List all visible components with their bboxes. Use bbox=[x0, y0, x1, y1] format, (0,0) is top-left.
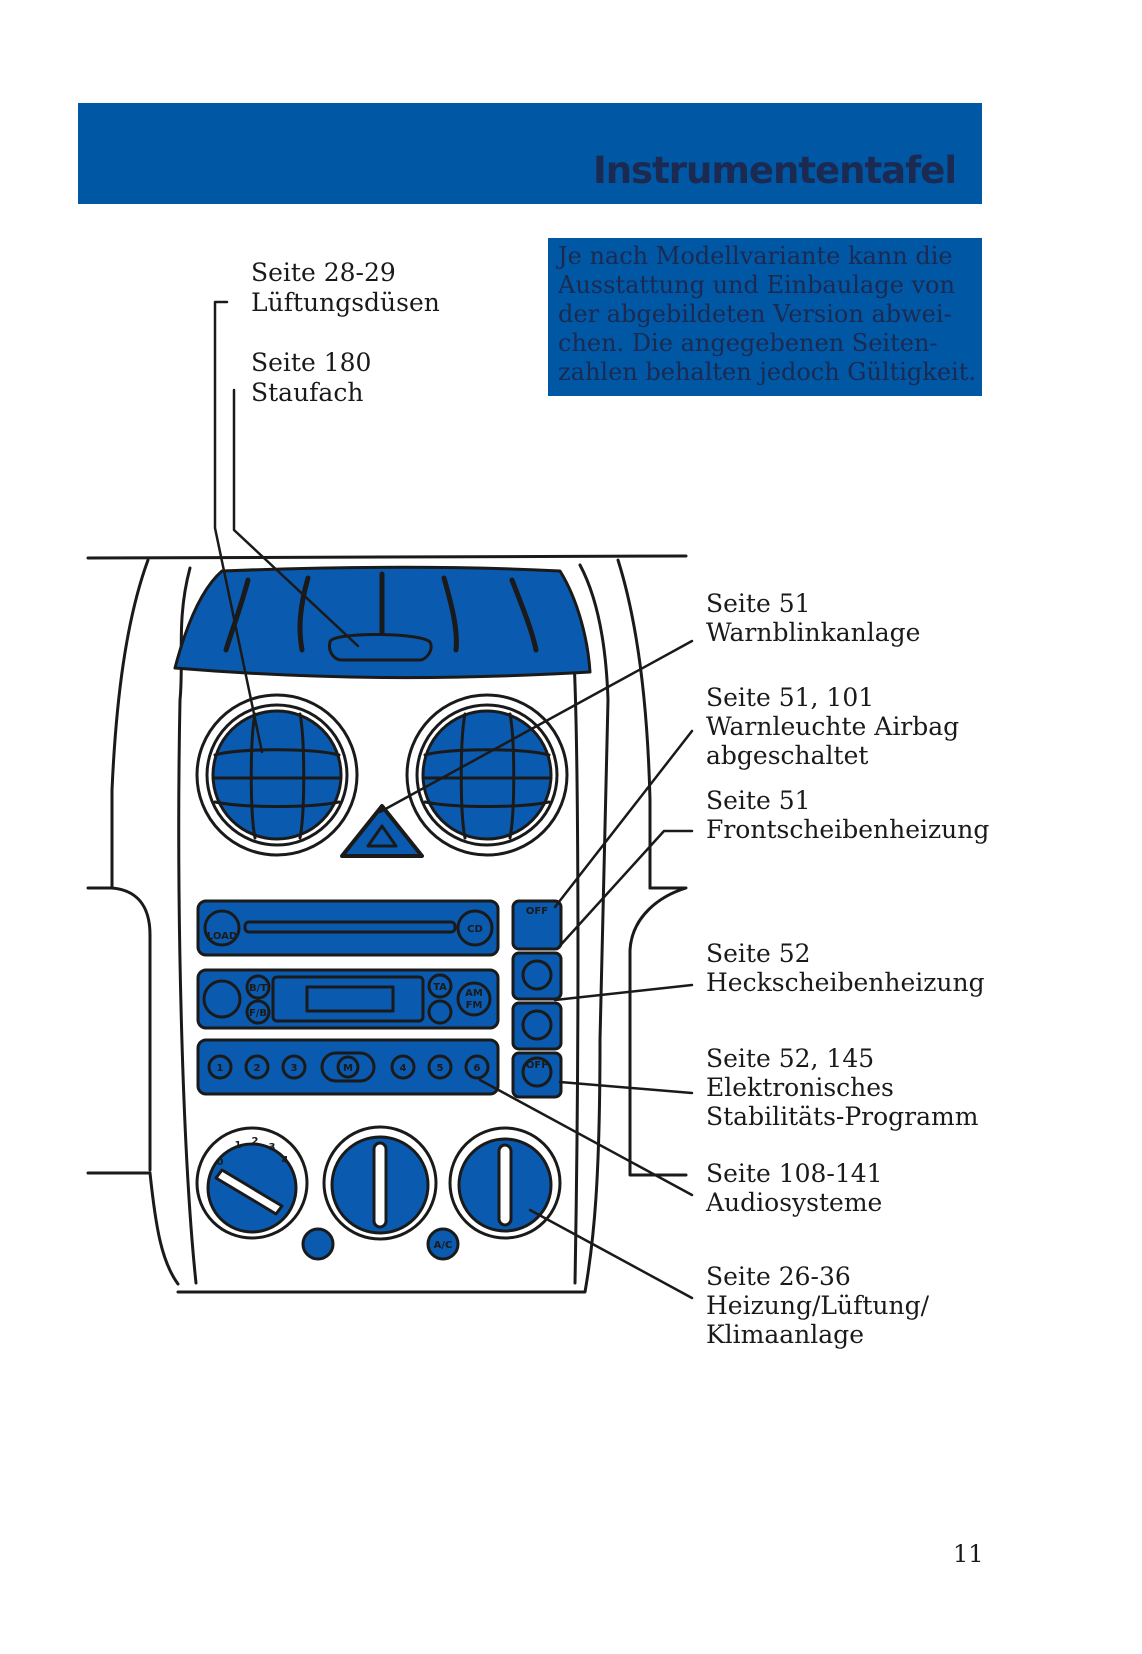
callout-climate-line1: Heizung/Lüftung/ bbox=[706, 1291, 930, 1320]
fan-speed-1: 1 bbox=[235, 1140, 242, 1151]
callout-storage-page: Seite 180 bbox=[251, 348, 372, 377]
callout-windscreen-text: Frontscheibenheizung bbox=[706, 815, 990, 844]
fm-label: FM bbox=[466, 1000, 483, 1011]
callout-hazard-page: Seite 51 bbox=[706, 589, 811, 618]
fan-speed-4: 4 bbox=[282, 1155, 289, 1166]
radio-display-unit bbox=[196, 968, 500, 1030]
callout-esp-line1: Elektronisches bbox=[706, 1073, 894, 1102]
switch-column bbox=[511, 899, 563, 1099]
callout-esp-line2: Stabilitäts-Programm bbox=[706, 1102, 979, 1131]
callout-vents-page: Seite 28-29 bbox=[251, 258, 396, 287]
load-label: LOAD bbox=[207, 931, 237, 942]
grille-slats bbox=[223, 571, 539, 653]
fan-speed-knob bbox=[195, 1126, 309, 1240]
ac-button bbox=[426, 1227, 460, 1261]
callout-hazard-text: Warnblinkanlage bbox=[706, 618, 921, 647]
fb-label: F/B bbox=[249, 1008, 267, 1019]
callout-airbag-line2: abgeschaltet bbox=[706, 741, 869, 770]
am-label: AM bbox=[465, 988, 483, 999]
callout-audio-text: Audiosysteme bbox=[706, 1188, 883, 1217]
fan-speed-2: 2 bbox=[252, 1136, 259, 1147]
preset-5: 5 bbox=[437, 1063, 444, 1074]
bt-label: B/T bbox=[249, 983, 267, 994]
preset-3: 3 bbox=[291, 1063, 298, 1074]
cd-label: CD bbox=[467, 924, 483, 935]
ac-label: A/C bbox=[434, 1240, 453, 1251]
m-label: M bbox=[343, 1063, 353, 1074]
note-line: Je nach Modellvariante kann die bbox=[558, 242, 953, 270]
note-line: zahlen behalten jedoch Gültigkeit. bbox=[558, 358, 976, 386]
page-title: Instrumententafel bbox=[592, 149, 957, 192]
note-line: chen. Die angegebenen Seiten- bbox=[558, 329, 938, 357]
model-variant-note: Je nach Modellvariante kann die Ausstatt… bbox=[548, 238, 982, 396]
temperature-knob bbox=[322, 1125, 438, 1241]
callout-climate-line2: Klimaanlage bbox=[706, 1320, 864, 1349]
preset-buttons-unit bbox=[196, 1038, 500, 1096]
preset-2: 2 bbox=[254, 1063, 261, 1074]
callout-rear-window-page: Seite 52 bbox=[706, 939, 811, 968]
callout-climate-page: Seite 26-36 bbox=[706, 1262, 851, 1291]
right-air-vent bbox=[405, 693, 569, 857]
callout-airbag-page: Seite 51, 101 bbox=[706, 683, 875, 712]
leader-lines bbox=[213, 300, 694, 1300]
left-air-vent bbox=[195, 693, 359, 857]
fan-speed-3: 3 bbox=[269, 1142, 276, 1153]
header-bar: Instrumententafel bbox=[78, 103, 982, 204]
callout-airbag-line1: Warnleuchte Airbag bbox=[706, 712, 960, 741]
page-number: 11 bbox=[953, 1540, 984, 1568]
callout-windscreen-page: Seite 51 bbox=[706, 786, 811, 815]
callout-esp-page: Seite 52, 145 bbox=[706, 1044, 875, 1073]
callout-rear-window-text: Heckscheibenheizung bbox=[706, 968, 985, 997]
ta-label: TA bbox=[433, 982, 447, 993]
airbag-off-label: OFF bbox=[526, 906, 548, 917]
air-distribution-knob bbox=[448, 1126, 562, 1240]
callout-storage-text: Staufach bbox=[251, 378, 364, 407]
fan-speed-0: 0 bbox=[217, 1157, 224, 1168]
esp-off-label: OFF bbox=[526, 1060, 548, 1071]
storage-handle bbox=[328, 633, 433, 662]
preset-1: 1 bbox=[217, 1063, 224, 1074]
callout-vents-text: Lüftungsdüsen bbox=[251, 288, 440, 317]
cd-slot-unit bbox=[196, 899, 500, 957]
hazard-warning-button bbox=[340, 804, 424, 858]
note-line: Ausstattung und Einbaulage von bbox=[558, 271, 955, 299]
note-line: der abgebildeten Version abwei- bbox=[558, 300, 952, 328]
preset-4: 4 bbox=[400, 1063, 407, 1074]
recirculation-button bbox=[301, 1227, 335, 1261]
preset-6: 6 bbox=[474, 1063, 481, 1074]
callout-audio-page: Seite 108-141 bbox=[706, 1159, 883, 1188]
